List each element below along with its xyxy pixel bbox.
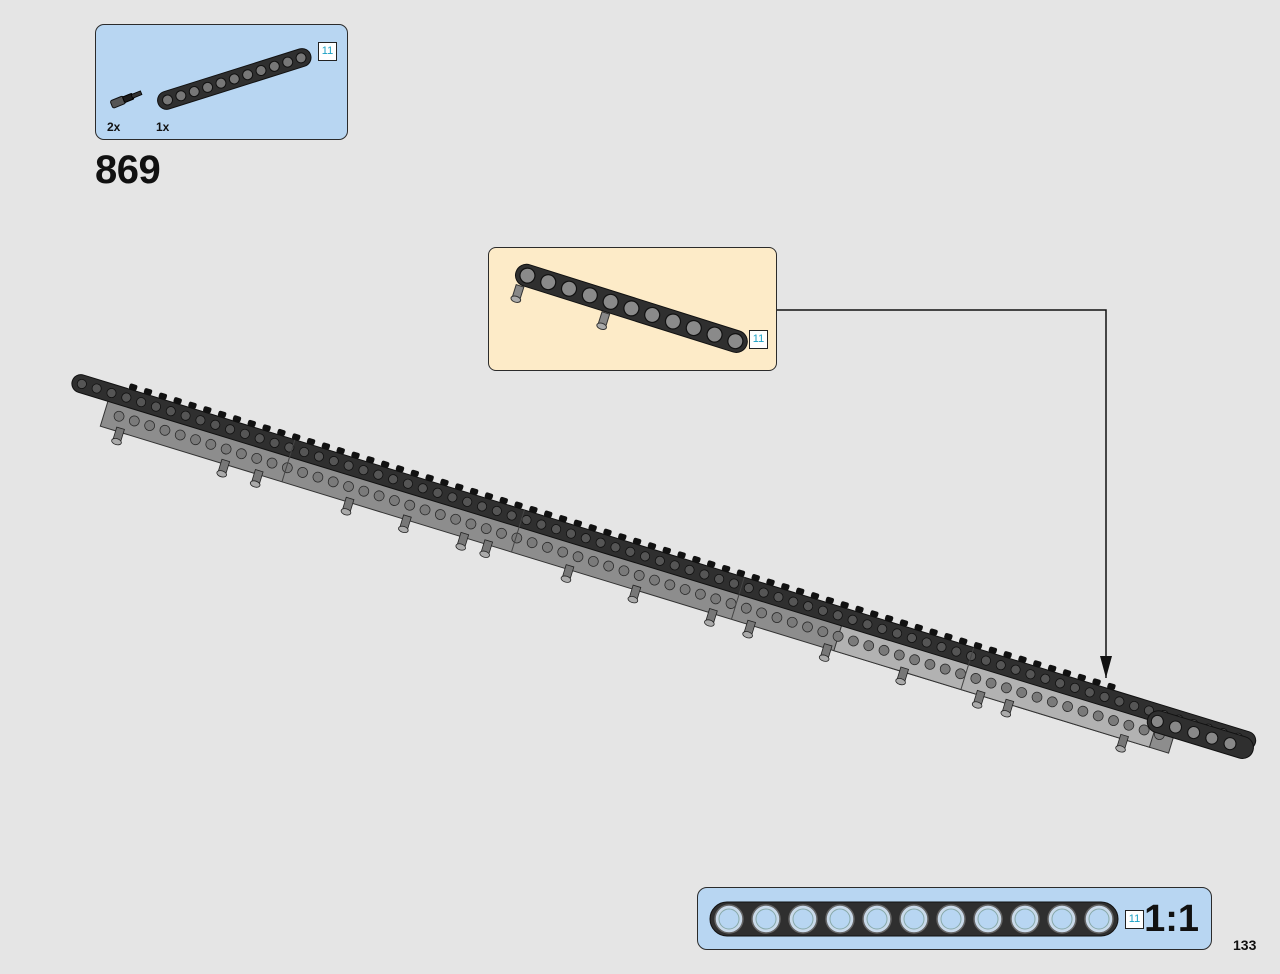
arrow-head-icon xyxy=(1100,656,1112,678)
scale-ruler-box: 11 1:1 xyxy=(697,887,1212,950)
axle-pin-icon xyxy=(110,90,143,109)
axle-pin xyxy=(971,689,986,709)
ruler-hole xyxy=(714,904,744,934)
axle-pin xyxy=(249,469,264,488)
axle-pin xyxy=(818,643,833,662)
axle-pin xyxy=(455,531,470,551)
ruler-hole xyxy=(862,904,892,934)
ruler-hole xyxy=(751,904,781,934)
axle-pin xyxy=(895,666,910,686)
axle-pin xyxy=(216,458,231,478)
axle-pin xyxy=(1115,733,1129,753)
axle-pin xyxy=(1000,698,1015,718)
technic-beam-11-icon xyxy=(157,48,312,110)
part-quantity: 1x xyxy=(156,120,170,134)
part-quantity: 2x xyxy=(107,120,121,134)
beam-length-badge: 11 xyxy=(749,330,768,349)
step-number: 869 xyxy=(95,148,161,192)
ruler-hole xyxy=(825,904,855,934)
beam-with-pins-icon xyxy=(510,263,748,353)
ruler-hole xyxy=(973,904,1003,934)
placement-arrow xyxy=(777,309,1107,678)
page-number: 133 xyxy=(1233,937,1257,953)
ruler-hole xyxy=(1010,904,1040,934)
axle-pin xyxy=(340,496,355,516)
ruler-hole xyxy=(899,904,929,934)
beam-length-badge: 11 xyxy=(1125,910,1144,929)
axle-pin xyxy=(479,539,494,558)
axle-pin xyxy=(627,584,642,604)
ruler-hole xyxy=(936,904,966,934)
axle-pin xyxy=(742,619,757,639)
scale-label: 1:1 xyxy=(1144,898,1199,940)
axle-pin xyxy=(111,426,125,446)
beam-ruler-icon xyxy=(709,901,1119,937)
ruler-hole xyxy=(788,904,818,934)
axle-pin xyxy=(704,607,718,627)
ruler-hole xyxy=(1084,904,1114,934)
axle-pin xyxy=(398,514,412,534)
axle-pin xyxy=(560,564,575,583)
ruler-hole xyxy=(1047,904,1077,934)
parts-list-box: 11 2x 1x xyxy=(95,24,348,140)
beam-length-badge: 11 xyxy=(318,42,337,61)
callout-subassembly: 11 xyxy=(488,247,777,371)
